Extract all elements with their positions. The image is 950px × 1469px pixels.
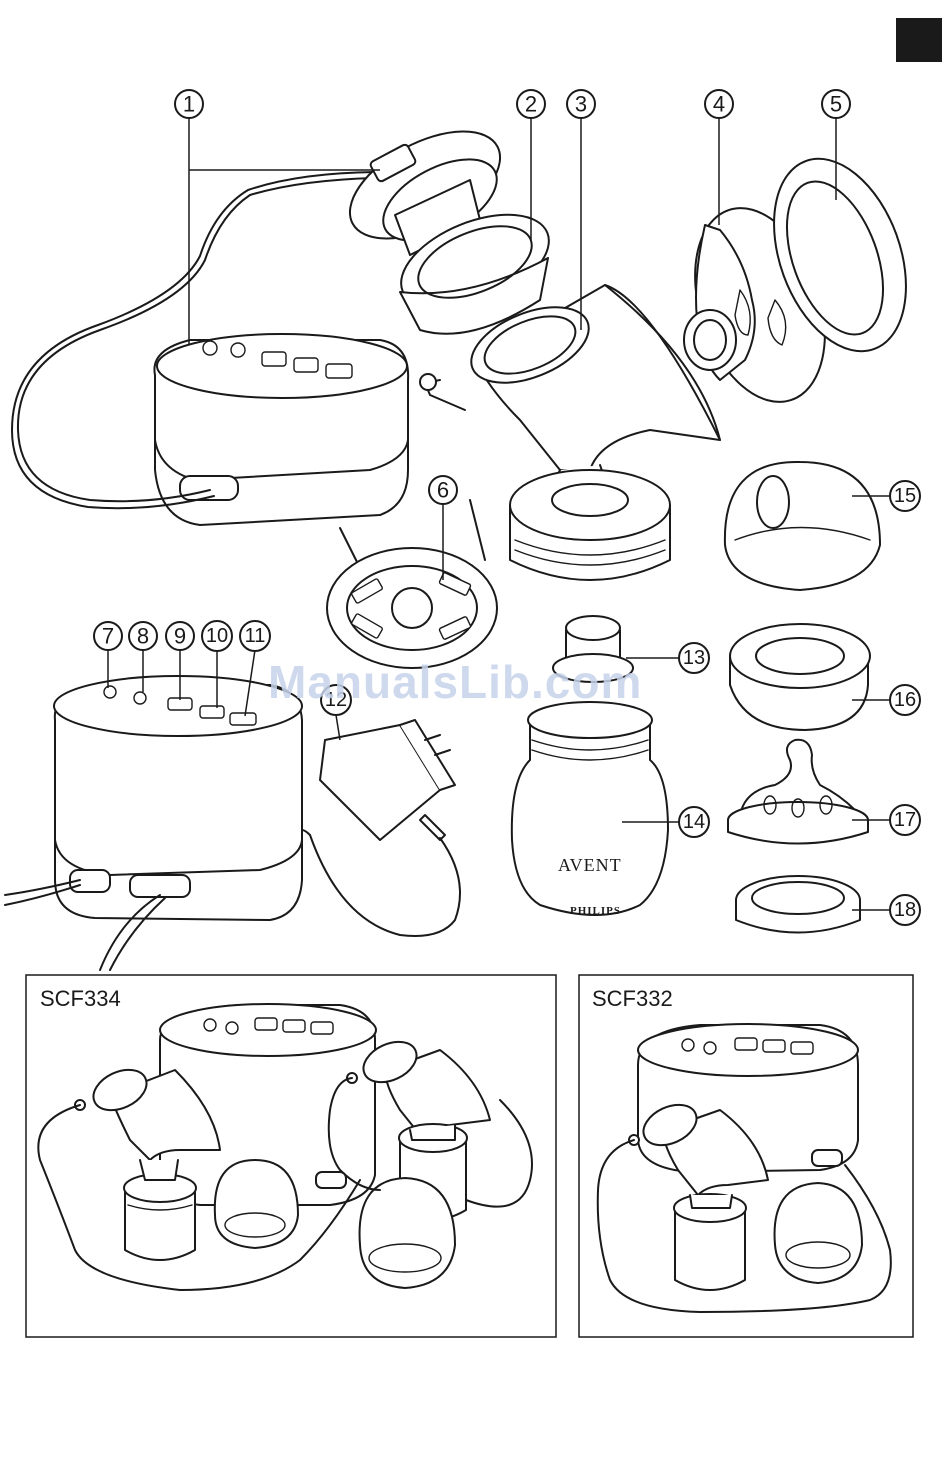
svg-text:9: 9: [174, 624, 186, 649]
teat-17: [728, 740, 868, 844]
svg-text:13: 13: [683, 647, 705, 669]
svg-text:6: 6: [437, 478, 449, 503]
callout-4: 4: [705, 90, 733, 225]
svg-text:18: 18: [894, 899, 916, 921]
callout-1: 1: [175, 90, 380, 345]
watermark-text: ManualsLib.com: [268, 655, 642, 709]
bottle-14: [512, 702, 668, 915]
svg-text:16: 16: [894, 689, 916, 711]
svg-text:7: 7: [102, 624, 114, 649]
motor-unit-top: [154, 334, 408, 525]
scf332-illustration: [598, 1024, 891, 1312]
bottle-brand-avent: AVENT: [558, 855, 622, 876]
callout-18: 18: [852, 895, 920, 925]
scf334-illustration: [38, 1004, 532, 1290]
svg-text:15: 15: [894, 485, 916, 507]
svg-text:10: 10: [206, 625, 228, 647]
svg-text:2: 2: [525, 92, 537, 117]
screw-ring-16: [730, 624, 870, 730]
svg-text:5: 5: [830, 92, 842, 117]
svg-text:17: 17: [894, 809, 916, 831]
svg-text:14: 14: [683, 811, 705, 833]
svg-text:4: 4: [713, 92, 725, 117]
callout-7: 7: [94, 622, 122, 688]
bottle-brand-philips: PHILIPS: [570, 905, 621, 917]
svg-text:11: 11: [245, 625, 266, 647]
svg-text:1: 1: [183, 92, 195, 117]
svg-text:8: 8: [137, 624, 149, 649]
lid-15: [725, 462, 880, 590]
zoom-detail-6: [327, 500, 497, 668]
svg-text:3: 3: [575, 92, 587, 117]
panel-label-scf332: SCF332: [592, 986, 673, 1012]
motor-unit-front: [54, 676, 302, 920]
power-adapter-12: [302, 720, 460, 936]
panel-label-scf334: SCF334: [40, 986, 121, 1012]
sealing-disc-18: [736, 876, 860, 933]
